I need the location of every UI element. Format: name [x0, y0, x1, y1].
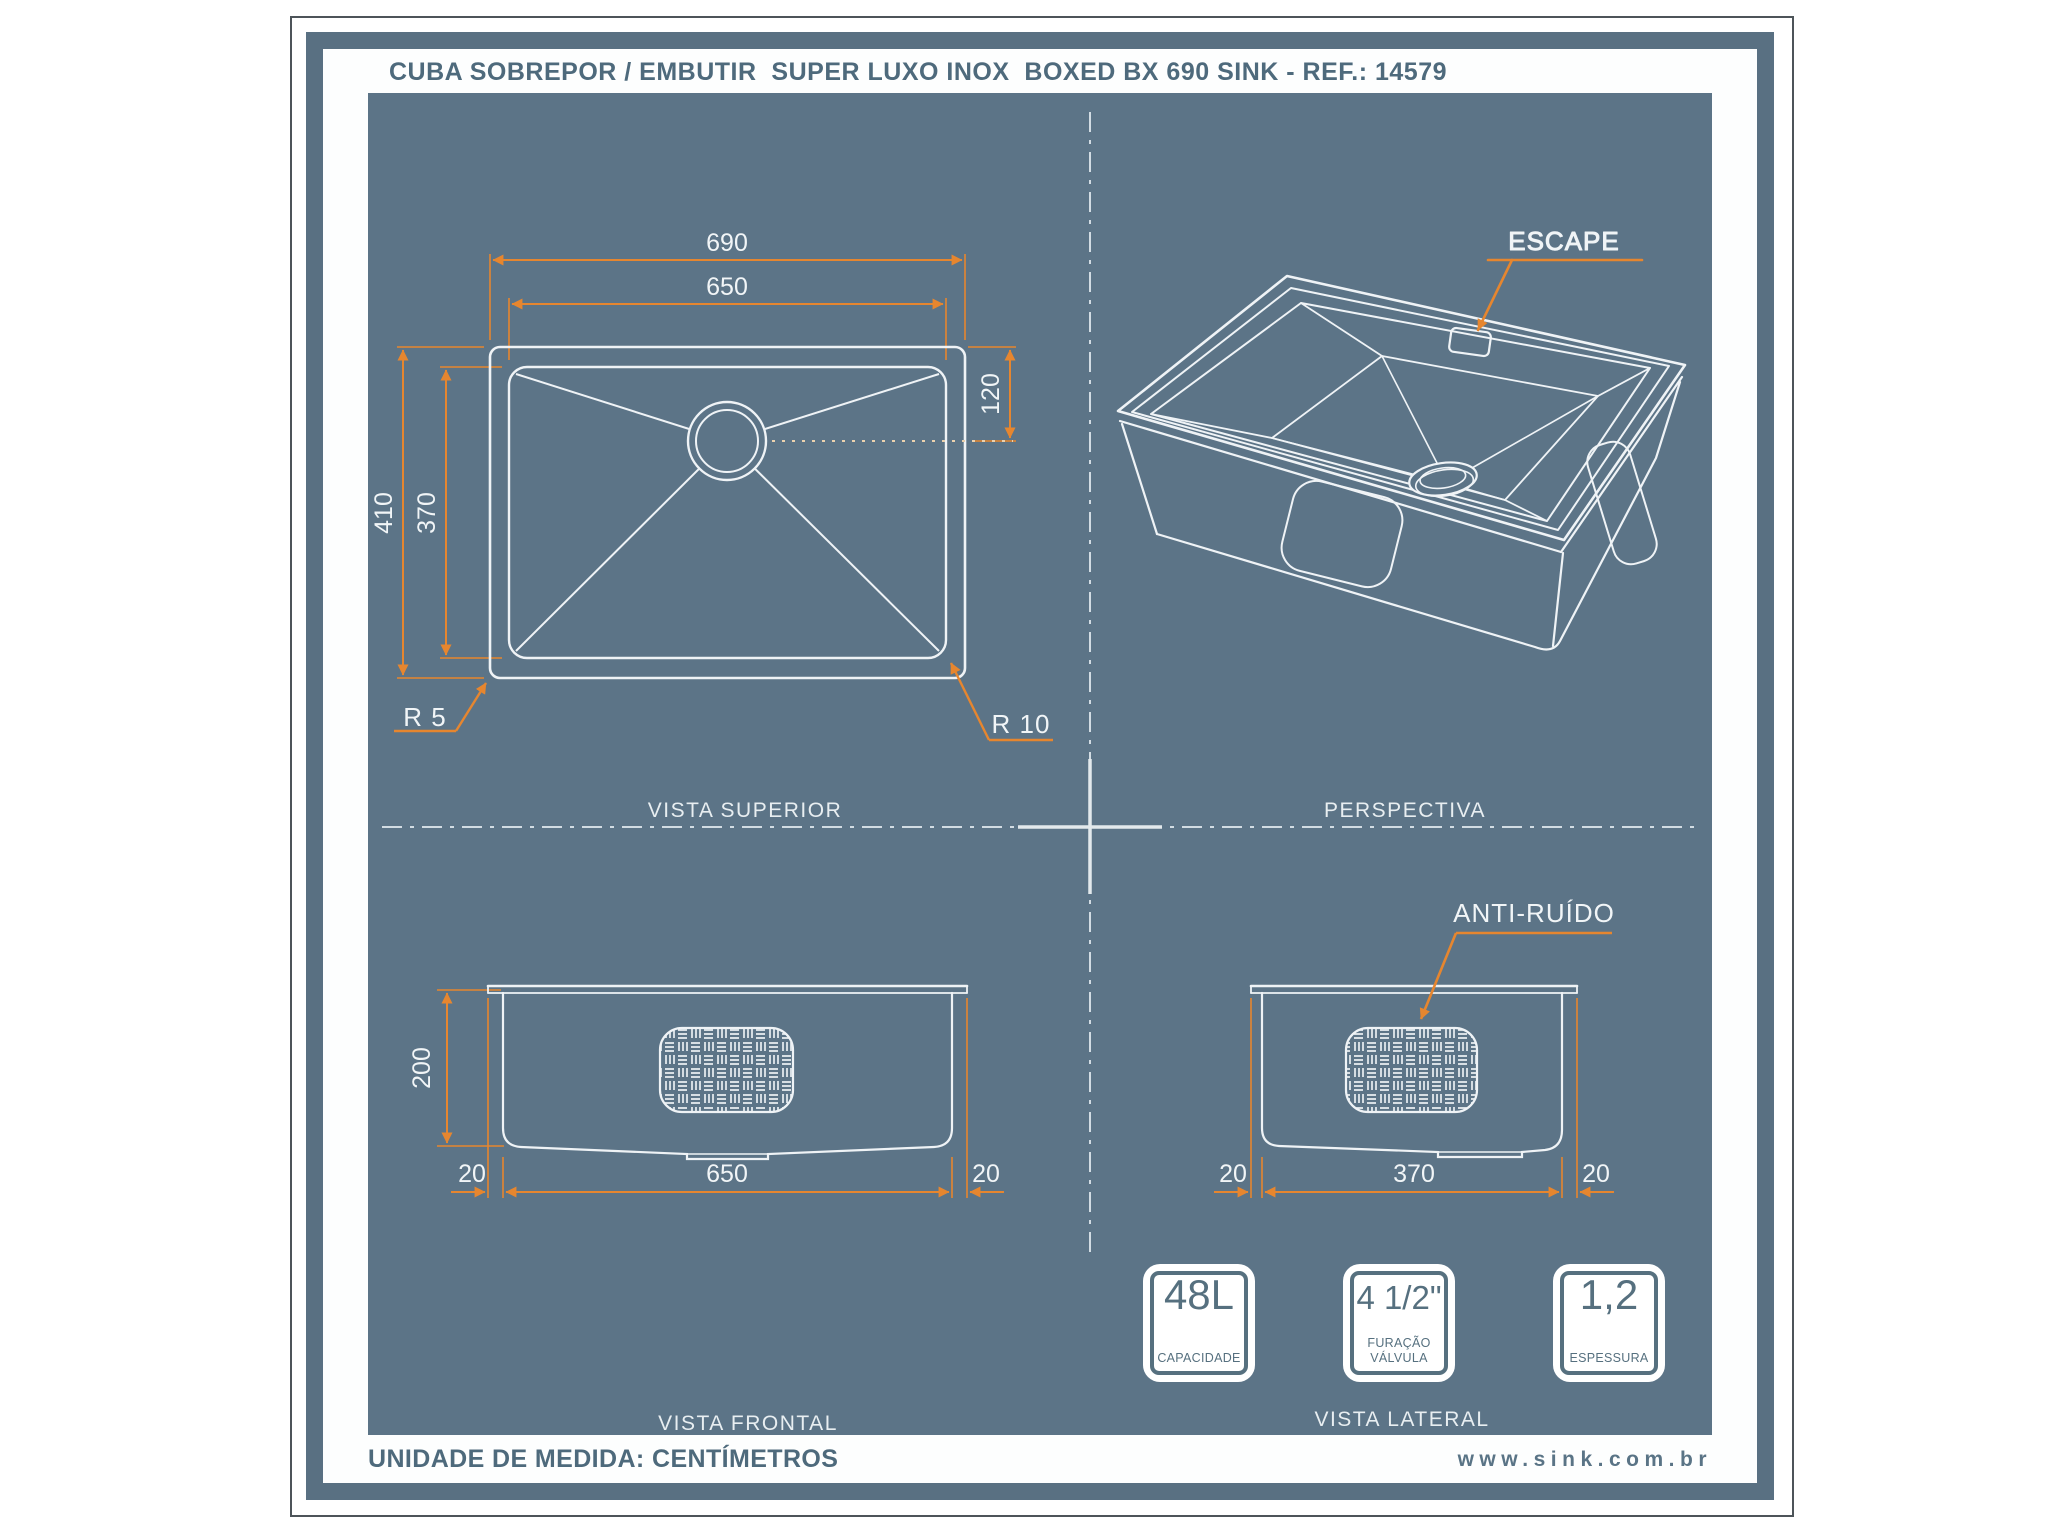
- dim-200: 200: [408, 1047, 436, 1089]
- drawing-area: [368, 93, 1712, 1435]
- side-pad-perspective: [1586, 440, 1658, 566]
- valve-hole-badge: 4 1/2" FURAÇÃO VÁLVULA: [1343, 1264, 1455, 1382]
- bowl-wall-edges: [1150, 302, 1651, 522]
- sink-outer-rect: [488, 345, 967, 680]
- front-body: [501, 991, 954, 1161]
- page-title: CUBA SOBREPOR / EMBUTIR SUPER LUXO INOX …: [389, 58, 1447, 86]
- thickness-value: 1,2: [1579, 1271, 1639, 1318]
- drain-inner-circle: [695, 409, 759, 473]
- website-url: www.sink.com.br: [1457, 1448, 1712, 1471]
- blueprint-svg: R 5 R 10 690 650 410 370 120 VISTA SUPER…: [370, 112, 1698, 1435]
- front-view: 200 20 650 20 VISTA FRONTAL: [408, 984, 1004, 1435]
- perspective-label: PERSPECTIVA: [1324, 799, 1486, 822]
- escape-label: ESCAPE: [1508, 226, 1620, 256]
- bottom-creases: [1271, 355, 1599, 501]
- escape-callout: ESCAPE: [1476, 226, 1644, 332]
- dim-690: 690: [706, 229, 748, 257]
- dim-650-front: 650: [706, 1160, 748, 1188]
- bowl-creases: [515, 373, 940, 652]
- side-body: [1260, 991, 1564, 1159]
- top-view-label: VISTA SUPERIOR: [648, 799, 843, 822]
- dim-20-left-side: 20: [1219, 1160, 1247, 1188]
- bowl-opening: [1150, 302, 1651, 522]
- dim-650: 650: [706, 273, 748, 301]
- rim-outer: [1116, 274, 1687, 542]
- sink-bowl-rect: [507, 365, 948, 660]
- capacity-value: 48L: [1163, 1271, 1235, 1318]
- radius-outer-label: R 5: [403, 702, 446, 732]
- front-pad: [1280, 479, 1404, 589]
- dim-370-side: 370: [1393, 1160, 1435, 1188]
- anti-ruido-callout: ANTI-RUÍDO: [1419, 898, 1615, 1020]
- view-dividers: [382, 112, 1698, 1256]
- dim-20-right-front: 20: [972, 1160, 1000, 1188]
- dim-370: 370: [413, 492, 441, 534]
- capacity-badge: 48L CAPACIDADE: [1143, 1264, 1255, 1382]
- dim-20-left-front: 20: [458, 1160, 486, 1188]
- valve-hole-value: 4 1/2": [1356, 1279, 1442, 1316]
- drain-outer-circle: [686, 400, 768, 482]
- perspective-view: ESCAPE PERSPECTIVA: [1116, 226, 1687, 822]
- dim-120: 120: [977, 373, 1005, 415]
- valve-hole-label-line2: VÁLVULA: [1370, 1350, 1428, 1365]
- radius-callouts: R 5 R 10: [394, 662, 1053, 742]
- thickness-label: ESPESSURA: [1569, 1350, 1649, 1365]
- valve-hole-label-line1: FURAÇÃO: [1367, 1336, 1431, 1351]
- capacity-label: CAPACIDADE: [1157, 1350, 1241, 1365]
- anti-ruido-label: ANTI-RUÍDO: [1453, 898, 1615, 928]
- front-view-label: VISTA FRONTAL: [658, 1412, 838, 1435]
- side-view: ANTI-RUÍDO 20 370 20 VISTA LATERAL: [1214, 898, 1615, 1431]
- perspective-drain: [1408, 461, 1478, 498]
- anti-noise-pad-side: [1344, 1026, 1479, 1114]
- anti-noise-pad-front: [658, 1026, 795, 1114]
- dim-410: 410: [370, 492, 398, 534]
- radius-inner-label: R 10: [992, 709, 1051, 739]
- escape-hole: [1448, 326, 1492, 358]
- top-view: R 5 R 10 690 650 410 370 120 VISTA SUPER…: [370, 229, 1053, 822]
- side-view-label: VISTA LATERAL: [1314, 1408, 1489, 1431]
- dim-20-right-side: 20: [1582, 1160, 1610, 1188]
- measure-unit-note: UNIDADE DE MEDIDA: CENTÍMETROS: [368, 1445, 839, 1473]
- thickness-badge: 1,2 ESPESSURA: [1553, 1264, 1665, 1382]
